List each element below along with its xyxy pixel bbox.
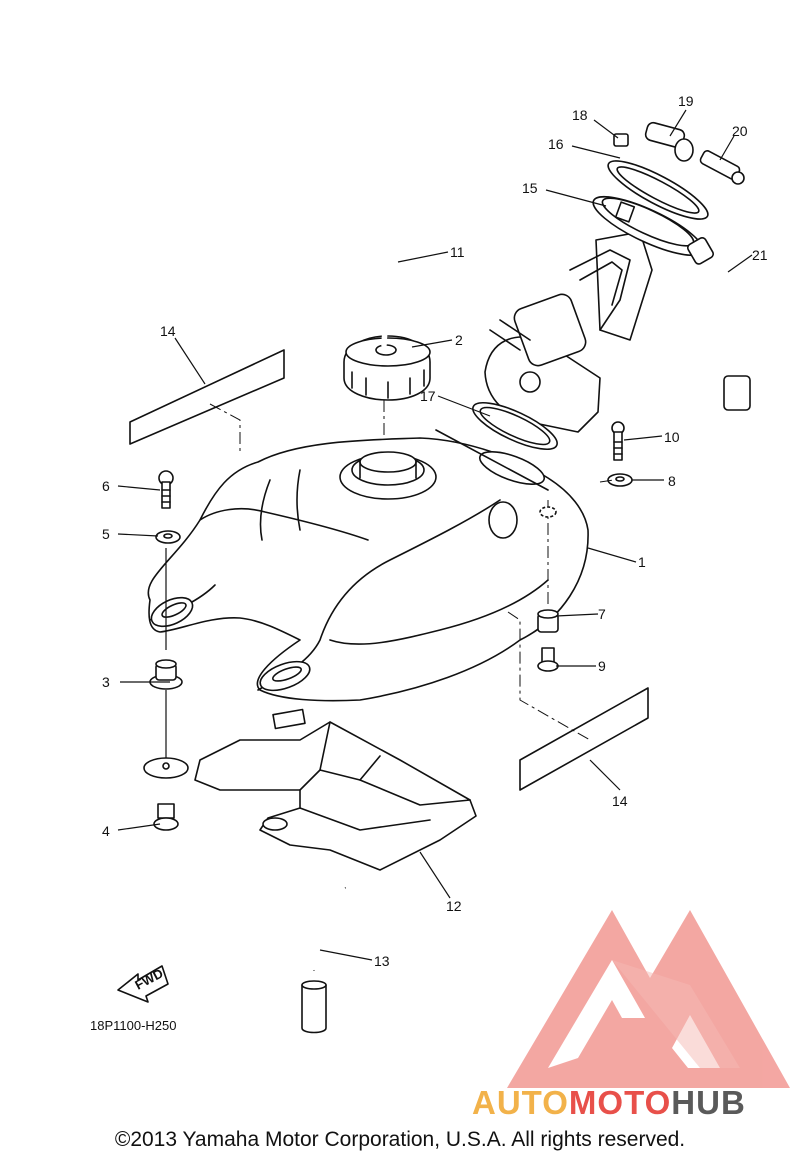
fuel-pump <box>484 195 704 433</box>
bolt-10 <box>611 421 625 461</box>
fuel-cap <box>343 335 431 401</box>
part-label-15: 15 <box>522 180 538 196</box>
part-label-9: 9 <box>598 658 606 674</box>
watermark-text-hub: HUB <box>671 1084 746 1121</box>
part-label-16: 16 <box>548 136 564 152</box>
bracket-tab <box>143 757 189 779</box>
collar-9 <box>537 647 559 672</box>
part-label-20: 20 <box>732 123 748 139</box>
watermark-text: AUTOMOTOHUB <box>472 1084 746 1121</box>
drain-hose <box>301 881 349 1034</box>
damper-7 <box>537 609 559 633</box>
part-label-10: 10 <box>664 429 680 445</box>
retainer-plate <box>607 160 709 220</box>
washer-5 <box>155 530 181 544</box>
part-label-19: 19 <box>678 93 694 109</box>
part-label-14-upper: 14 <box>160 323 176 339</box>
part-label-7: 7 <box>598 606 606 622</box>
collar-4 <box>153 803 179 831</box>
copyright-notice: ©2013 Yamaha Motor Corporation, U.S.A. A… <box>114 1128 686 1151</box>
part-label-14-lower: 14 <box>612 793 628 809</box>
diagram-code: 18P1100-H250 <box>90 1018 177 1033</box>
part-label-3: 3 <box>102 674 110 690</box>
part-label-12: 12 <box>446 898 462 914</box>
pump-gasket <box>472 401 558 451</box>
bolt-18 <box>613 133 629 147</box>
breather-hose <box>287 220 396 348</box>
tank-pad-upper <box>129 349 285 455</box>
damper-3 <box>149 659 183 690</box>
tank-pad-lower <box>507 611 649 791</box>
fitting-20 <box>699 150 745 185</box>
wire-lead <box>687 237 751 411</box>
part-label-6: 6 <box>102 478 110 494</box>
fuel-tank <box>147 429 589 702</box>
fitting-19 <box>644 121 694 162</box>
forward-arrow-icon: FWD <box>117 965 169 1003</box>
part-label-18: 18 <box>572 107 588 123</box>
part-label-1: 1 <box>638 554 646 570</box>
part-labels: 1 2 3 4 5 6 7 8 9 10 11 12 13 14 14 15 1… <box>102 93 768 969</box>
tank-bracket <box>194 708 477 871</box>
watermark-logo <box>507 910 790 1088</box>
part-label-2: 2 <box>455 332 463 348</box>
part-label-21: 21 <box>752 247 768 263</box>
part-label-17: 17 <box>420 388 436 404</box>
part-label-13: 13 <box>374 953 390 969</box>
leader-lines <box>117 109 753 961</box>
bolt-6 <box>158 470 174 509</box>
watermark-text-moto: MOTO <box>569 1084 671 1121</box>
part-label-11: 11 <box>450 244 465 260</box>
part-label-4: 4 <box>102 823 110 839</box>
part-label-5: 5 <box>102 526 110 542</box>
watermark-text-auto: AUTO <box>472 1084 569 1121</box>
part-label-8: 8 <box>668 473 676 489</box>
